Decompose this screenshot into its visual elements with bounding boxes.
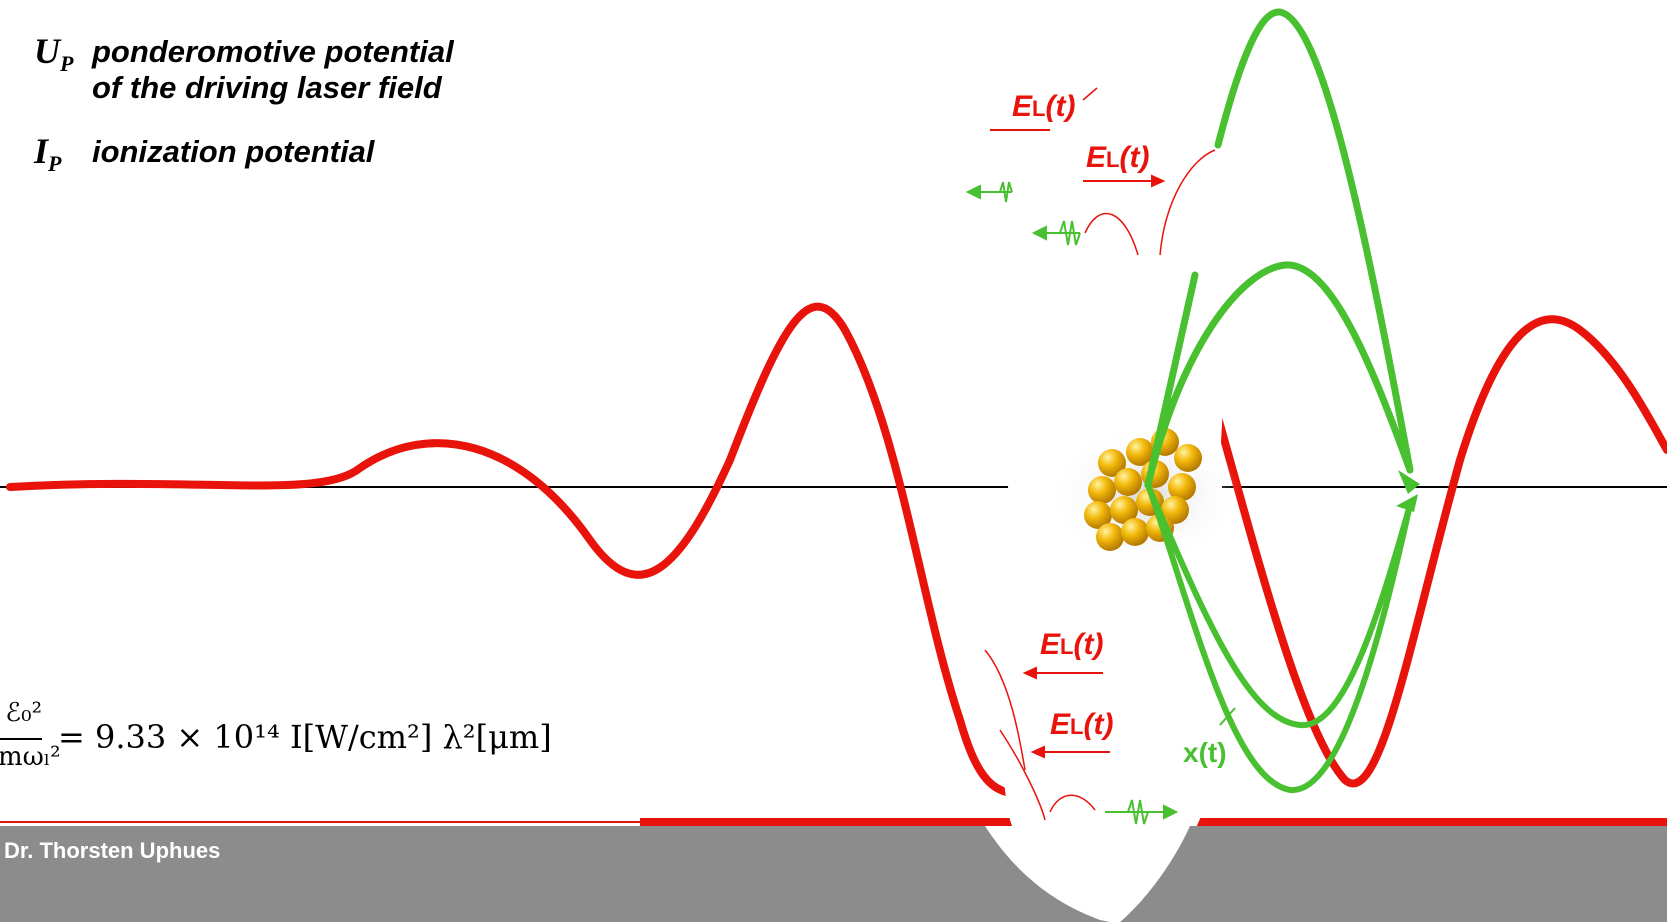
field-label-2: EL(t) — [1086, 141, 1150, 174]
field-sketch-lines — [984, 87, 1216, 821]
legend-desc-ionization: ionization potential — [92, 134, 375, 169]
formula-denominator: mωₗ² — [0, 742, 61, 772]
electron-trajectory-return-b — [1145, 482, 1413, 729]
electron-trajectory-outer — [1214, 8, 1414, 474]
formula-numerator: ℰ₀² — [5, 698, 42, 728]
electron-trajectory-inner — [1144, 261, 1414, 489]
legend-desc-ponderomotive: ponderomotive potential of the driving l… — [92, 34, 454, 105]
formula-rhs: = 9.33 × 10¹⁴ I[W/cm²] λ²[μm] — [58, 718, 552, 756]
xuv-pulse-arrow-icon-2 — [965, 181, 1013, 203]
xuv-pulse-arrow-icon — [1031, 220, 1081, 246]
trajectory-arrowhead-icon-2 — [1396, 494, 1418, 512]
laser-field-curve-right — [1176, 286, 1667, 788]
author-name: Dr. Thorsten Uphues — [4, 838, 221, 863]
electron-trajectory-launch — [1144, 271, 1199, 489]
electron-trajectory-return-a — [1145, 482, 1413, 794]
field-label-4: EL(t) — [1050, 708, 1114, 741]
footer-bar — [0, 826, 1667, 922]
xuv-pulse-arrow-icon-3 — [1105, 799, 1179, 825]
field-label-1: EL(t) — [1012, 90, 1076, 123]
symbol-up: UP — [34, 31, 74, 77]
trajectory-arrowhead-icon — [1398, 470, 1420, 494]
field-label-3: EL(t) — [1040, 628, 1104, 661]
field-arrow-icon — [990, 129, 1166, 759]
laser-field-curve — [6, 302, 1044, 798]
formula-fraction-bar — [0, 738, 42, 740]
trajectory-tick — [1219, 707, 1236, 726]
trajectory-label: x(t) — [1183, 737, 1227, 768]
symbol-ip: IP — [34, 131, 62, 177]
